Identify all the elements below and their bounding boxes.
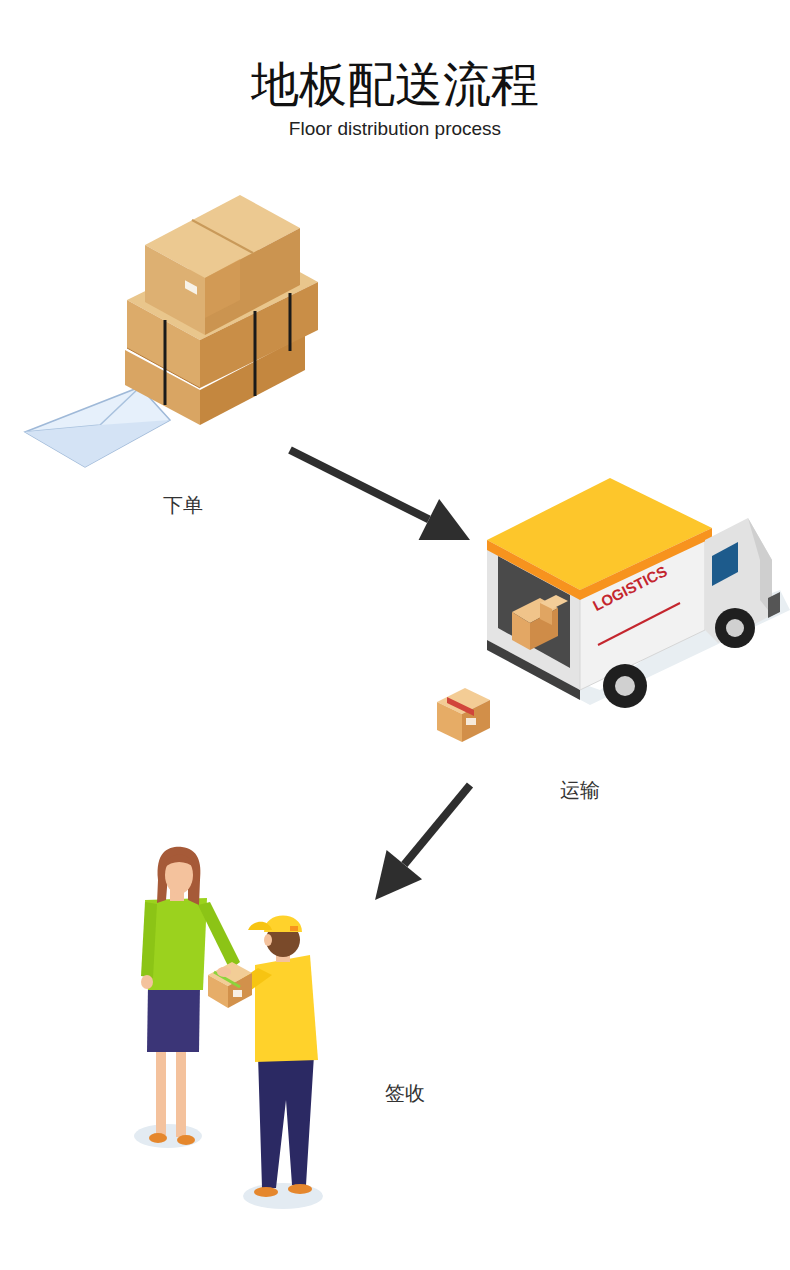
parcel-stack-part: [25, 420, 170, 467]
recipient-woman-part: [149, 1133, 167, 1143]
courier-man-part: [233, 990, 242, 997]
parcel-stack-part: [25, 387, 170, 467]
delivery-truck: [487, 478, 790, 708]
parcel-stack-part: [205, 228, 300, 335]
delivery-truck-part: [603, 664, 647, 708]
courier-man-part: [288, 1184, 312, 1194]
step-label: 签收: [385, 1081, 425, 1105]
delivery-truck-part: [715, 608, 755, 648]
small-parcel-part: [447, 697, 474, 716]
courier-man-part: [243, 1183, 323, 1209]
small-parcel-part: [466, 718, 476, 725]
delivery-truck-part: [487, 528, 712, 600]
courier-man-part: [264, 934, 272, 946]
parcel-stack-part: [192, 220, 253, 253]
recipient-woman-part: [141, 902, 157, 978]
delivery-truck-part: [705, 518, 772, 643]
subtitle-text: Floor distribution process: [0, 118, 790, 141]
parcel-stack-part: [164, 320, 167, 405]
delivery-truck-part: [615, 676, 635, 696]
step-label: 下单: [163, 493, 203, 517]
arrow-shaft: [404, 785, 470, 865]
delivery-truck-part: [726, 619, 744, 637]
courier-man-part: [248, 922, 272, 930]
courier-man-part: [228, 973, 252, 1008]
delivery-truck-part: [512, 612, 530, 650]
courier-man-part: [254, 1187, 278, 1197]
recipient-woman: [134, 847, 240, 1148]
delivery-truck-part: [540, 603, 552, 625]
process-step: 运输: [470, 470, 785, 815]
recipient-woman-part: [177, 1135, 195, 1145]
diagram-title: 地板配送流程: [0, 56, 790, 114]
process-step: 签收: [130, 900, 445, 1220]
arrow-head: [375, 850, 422, 900]
parcel-stack-part: [145, 245, 205, 335]
courier-man-part: [290, 926, 298, 931]
recipient-woman-part: [134, 1124, 202, 1148]
recipient-woman-part: [157, 847, 200, 905]
parcel-stack-part: [254, 311, 257, 396]
recipient-woman-part: [198, 902, 240, 970]
parcel-stack-part: [185, 280, 197, 294]
courier-man-part: [217, 967, 231, 977]
delivery-truck-part: [598, 603, 680, 645]
courier-man-part: [258, 1055, 314, 1188]
courier-man-part: [255, 955, 318, 1062]
courier-man: [208, 916, 323, 1210]
recipient-woman-part: [147, 985, 200, 1052]
step-label: 运输: [560, 778, 600, 802]
flow-arrow: [375, 785, 470, 900]
recipient-woman-part: [156, 1045, 166, 1135]
delivery-truck-part: [712, 542, 738, 586]
recipient-woman-part: [176, 1045, 186, 1137]
small-parcel: [437, 688, 490, 742]
recipient-woman-part: [164, 854, 195, 868]
flow-arrow: [290, 450, 470, 540]
process-step: 下单: [20, 185, 290, 530]
arrow-shaft: [290, 450, 429, 519]
truck-lettering: LOGISTICS: [590, 562, 670, 615]
delivery-truck-part: [487, 640, 580, 700]
parcel-stack: [25, 195, 318, 467]
delivery-truck-part: [487, 478, 712, 590]
delivery-truck-part: [768, 592, 780, 618]
arrow-head: [419, 499, 470, 540]
recipient-woman-part: [141, 975, 153, 989]
parcel-stack-part: [205, 259, 240, 318]
parcel-stack-part: [289, 293, 292, 351]
